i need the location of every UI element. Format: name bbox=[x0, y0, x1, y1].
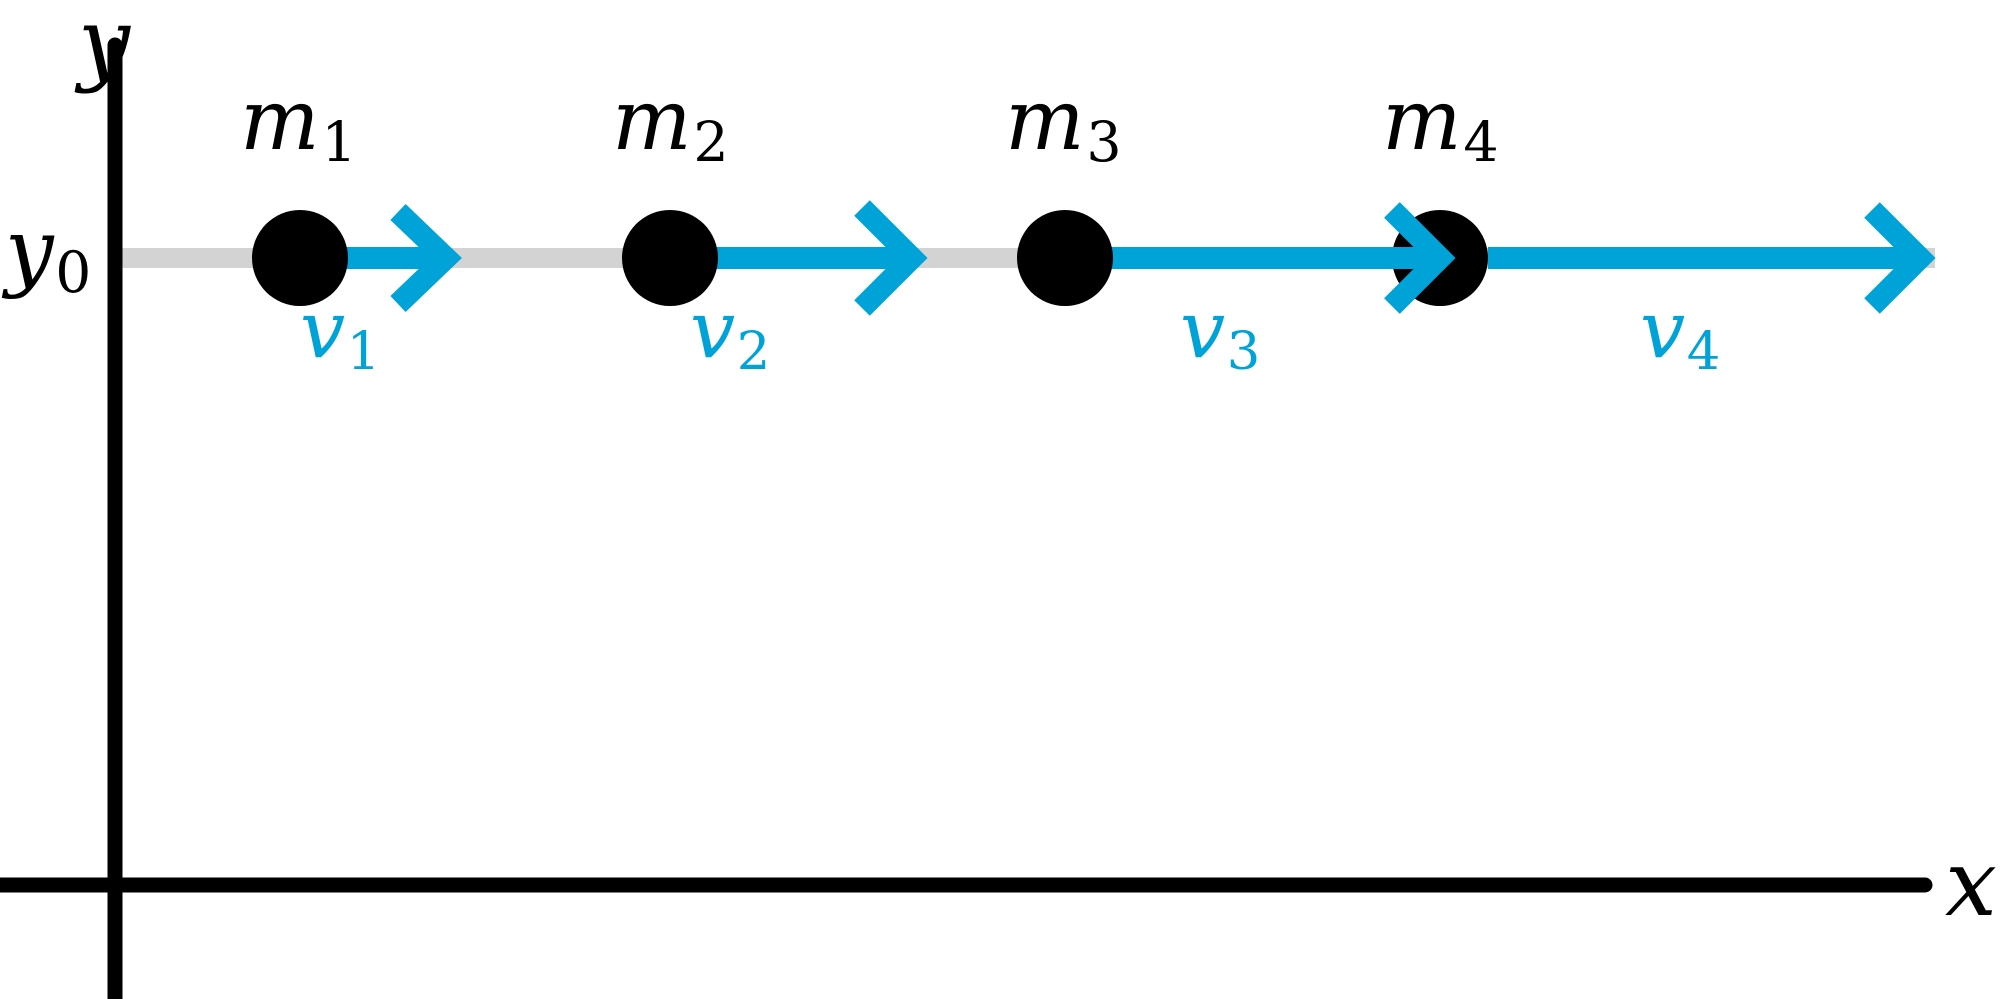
velocity-label-v4: v4 bbox=[1640, 283, 1721, 382]
mass-circle-m2 bbox=[622, 210, 718, 306]
mass-label-m4: m4 bbox=[1382, 71, 1499, 176]
y-axis-label: y bbox=[78, 0, 130, 95]
velocity-arrow-v4 bbox=[1488, 202, 1936, 314]
velocity-label-v2: v2 bbox=[690, 283, 771, 382]
velocity-label-v1: v1 bbox=[300, 283, 381, 382]
velocity-arrow-v3-overlap bbox=[1384, 202, 1456, 314]
x-axis-label: x bbox=[1945, 830, 1997, 937]
mass-label-m1: m1 bbox=[240, 71, 357, 176]
mass-circle-m3 bbox=[1017, 210, 1113, 306]
y0-tick-label: y0 bbox=[5, 201, 92, 307]
velocity-label-v3: v3 bbox=[1180, 283, 1261, 382]
mass-label-m2: m2 bbox=[612, 71, 729, 176]
mass-circle-m1 bbox=[252, 210, 348, 306]
mass-label-m3: m3 bbox=[1005, 71, 1122, 176]
